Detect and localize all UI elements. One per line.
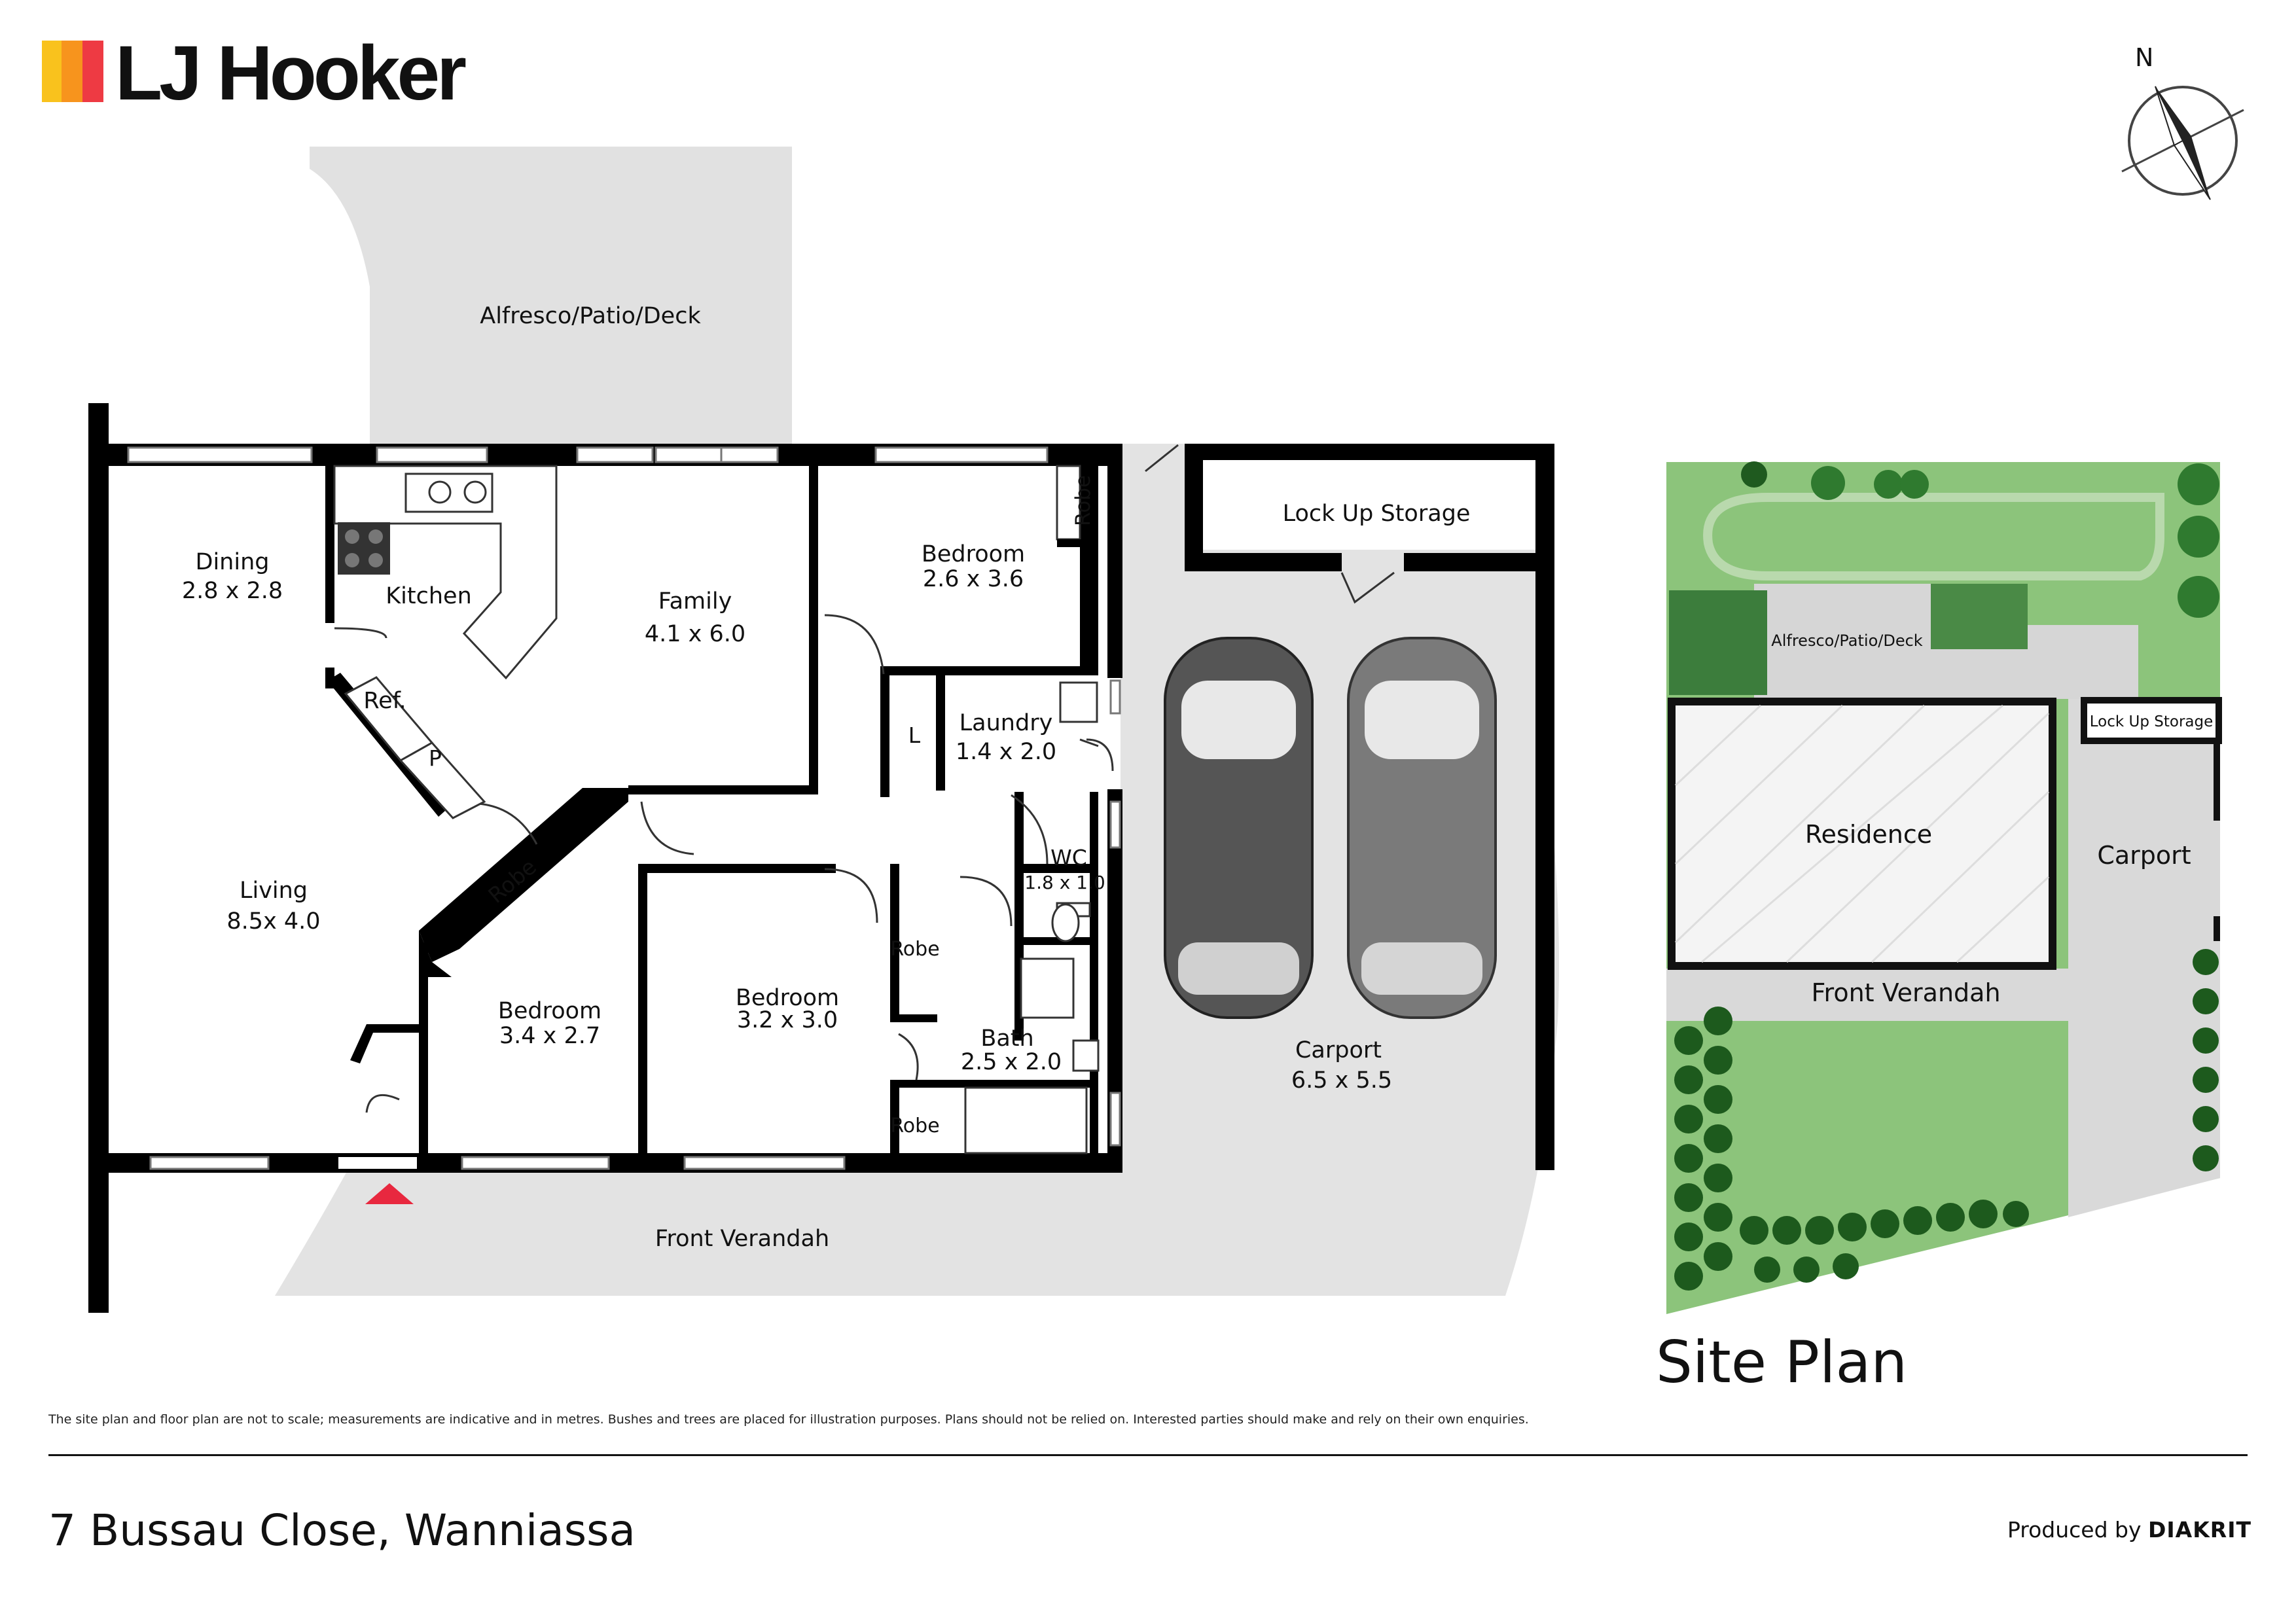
robe-3-label: Robe (890, 938, 939, 961)
site-shrubs (1674, 949, 2219, 1291)
site-carport (2068, 699, 2220, 1217)
bedroom-2-label: Bedroom (498, 998, 601, 1024)
logo-stripe-orange (62, 41, 82, 102)
cooktop-icon (338, 522, 390, 575)
entry-arrow-icon (365, 1183, 414, 1204)
disclaimer-text: The site plan and floor plan are not to … (48, 1412, 1529, 1427)
site-front-verandah (1666, 969, 2068, 1021)
site-alfresco-label: Alfresco/Patio/Deck (1771, 632, 1923, 650)
dining-label: Dining (196, 549, 270, 575)
dining-size: 2.8 x 2.8 (182, 578, 283, 604)
kitchen-label: Kitchen (386, 583, 472, 609)
ref-label: Ref. (363, 688, 406, 714)
alfresco-area (310, 147, 792, 444)
toilet-icon (1051, 902, 1091, 942)
wc-label: WC (1050, 845, 1087, 870)
windows (127, 446, 1121, 1170)
living-label: Living (240, 878, 308, 904)
robe-4-label: Robe (890, 1115, 939, 1137)
bedroom-1-size: 2.6 x 3.6 (923, 566, 1024, 592)
door-arcs (334, 444, 1395, 1113)
site-plan: Alfresco/Patio/Deck Lock Up Storage Resi… (1666, 461, 2222, 1314)
wc-size: 1.8 x 1.0 (1024, 872, 1105, 893)
bath-label: Bath (980, 1026, 1033, 1052)
north-label: N (2135, 43, 2154, 72)
family-size: 4.1 x 6.0 (645, 621, 745, 647)
floor-plan: Alfresco/Patio/Deck Dining 2.8 x 2.8 Kit… (88, 147, 1560, 1313)
logo-stripe-yellow (42, 41, 62, 102)
produced-by-brand: DIAKRIT (2148, 1517, 2251, 1543)
front-verandah-label: Front Verandah (655, 1226, 829, 1252)
family-label: Family (658, 588, 732, 615)
bedroom-3-label: Bedroom (736, 985, 839, 1011)
ref-pantry (344, 676, 486, 819)
footer-divider (48, 1454, 2248, 1456)
logo (42, 41, 105, 102)
bedroom-1-label: Bedroom (922, 541, 1025, 567)
front-verandah-area (275, 1171, 1525, 1296)
laundry-label: Laundry (960, 710, 1053, 736)
property-address: 7 Bussau Close, Wanniassa (48, 1505, 636, 1556)
laundry-size: 1.4 x 2.0 (956, 739, 1056, 765)
site-lock-up-storage-label: Lock Up Storage (2090, 713, 2214, 730)
carport-label: Carport (1295, 1037, 1382, 1063)
carport-size: 6.5 x 5.5 (1291, 1067, 1392, 1094)
linen-label: L (908, 722, 921, 748)
logo-wordmark: LJ Hooker (115, 30, 467, 116)
bathtub-icon (964, 1086, 1088, 1154)
car-right-icon (1347, 637, 1497, 1019)
living-size: 8.5x 4.0 (226, 908, 320, 935)
basin-icon (1072, 1039, 1100, 1072)
site-alfresco (1754, 584, 1932, 699)
site-plan-title: Site Plan (1656, 1329, 1908, 1396)
alfresco-label: Alfresco/Patio/Deck (480, 303, 701, 329)
pantry-label: P (429, 745, 442, 771)
kitchen-sink-icon (404, 473, 493, 513)
site-residence (1668, 698, 2056, 970)
site-trees (1669, 461, 2219, 695)
logo-stripe-red (82, 41, 103, 102)
site-front-verandah-label: Front Verandah (1811, 978, 2000, 1007)
bath-size: 2.5 x 2.0 (961, 1049, 1062, 1075)
produced-by: Produced by DIAKRIT (2007, 1517, 2251, 1543)
site-carport-label: Carport (2097, 841, 2191, 870)
kitchen-bench (333, 465, 558, 680)
produced-by-prefix: Produced by (2007, 1517, 2142, 1543)
shower-icon (1020, 957, 1075, 1019)
compass-icon (2121, 86, 2244, 200)
site-lock-up-storage (2081, 697, 2222, 744)
bedroom-2-size: 3.4 x 2.7 (499, 1023, 600, 1049)
robe-1-label: Robe (1071, 475, 1095, 526)
lock-up-storage-label: Lock Up Storage (1283, 501, 1471, 527)
bedroom-3-size: 3.2 x 3.0 (737, 1007, 838, 1033)
site-residence-label: Residence (1805, 820, 1932, 849)
car-left-icon (1164, 637, 1314, 1019)
laundry-tub-icon (1059, 681, 1098, 723)
